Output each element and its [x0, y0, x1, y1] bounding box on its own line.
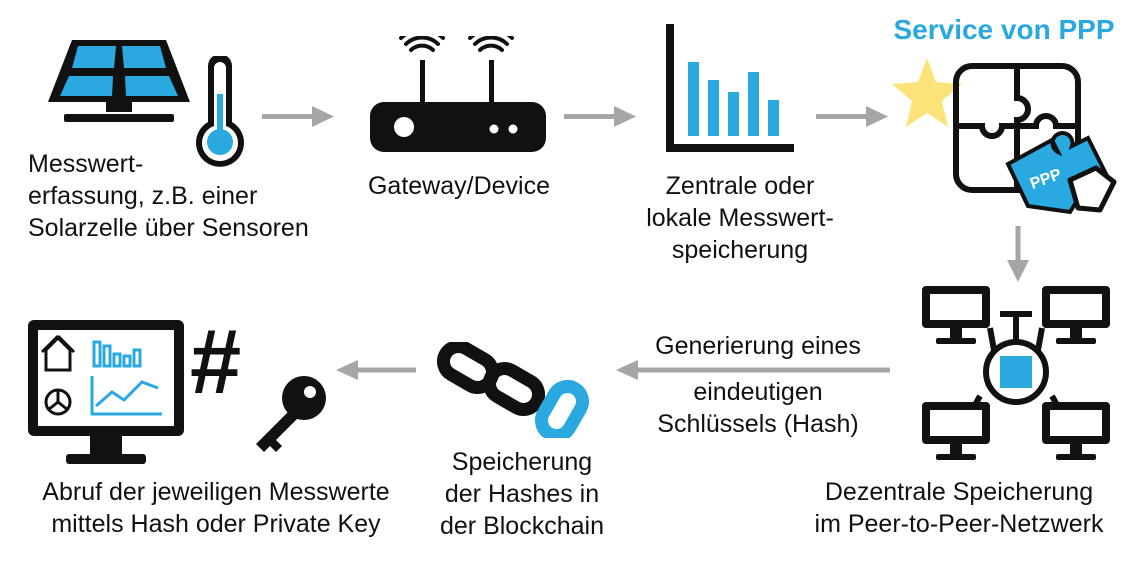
storage-label: Zentrale oder lokale Messwert- speicheru… [646, 172, 834, 264]
flow-arrow [816, 104, 888, 128]
network-label: Dezentrale Speicherung im Peer-to-Peer-N… [814, 478, 1104, 538]
chain-link-icon [436, 342, 606, 438]
flow-arrow [1006, 226, 1030, 282]
flow-arrow [564, 104, 636, 128]
retrieval-label: Abruf der jeweiligen Messwerte mittels H… [42, 478, 390, 538]
capture-label: Messwert- erfassung, z.B. einer Solarzel… [28, 150, 309, 242]
monitor-dashboard-icon [26, 318, 186, 466]
service-title: Service von PPP [893, 14, 1115, 45]
solar-panel-icon [44, 38, 194, 130]
hash-generation-label: Generierung eines [655, 332, 861, 360]
router-icon [368, 36, 548, 156]
bar-chart-icon [664, 24, 794, 154]
thermometer-icon [190, 56, 250, 168]
gateway-label: Gateway/Device [367, 172, 551, 200]
puzzle-icon: PPP [950, 60, 1120, 220]
flow-arrow [616, 358, 890, 382]
hash-generation-label-2: eindeutigen Schlüssels (Hash) [657, 378, 859, 438]
flow-arrow [336, 358, 416, 382]
key-icon [242, 374, 332, 454]
star-icon [888, 54, 966, 132]
hash-icon: # [190, 311, 242, 413]
network-icon [918, 284, 1114, 460]
blockchain-label: Speicherung der Hashes in der Blockchain [440, 448, 604, 540]
flow-arrow [262, 104, 334, 128]
